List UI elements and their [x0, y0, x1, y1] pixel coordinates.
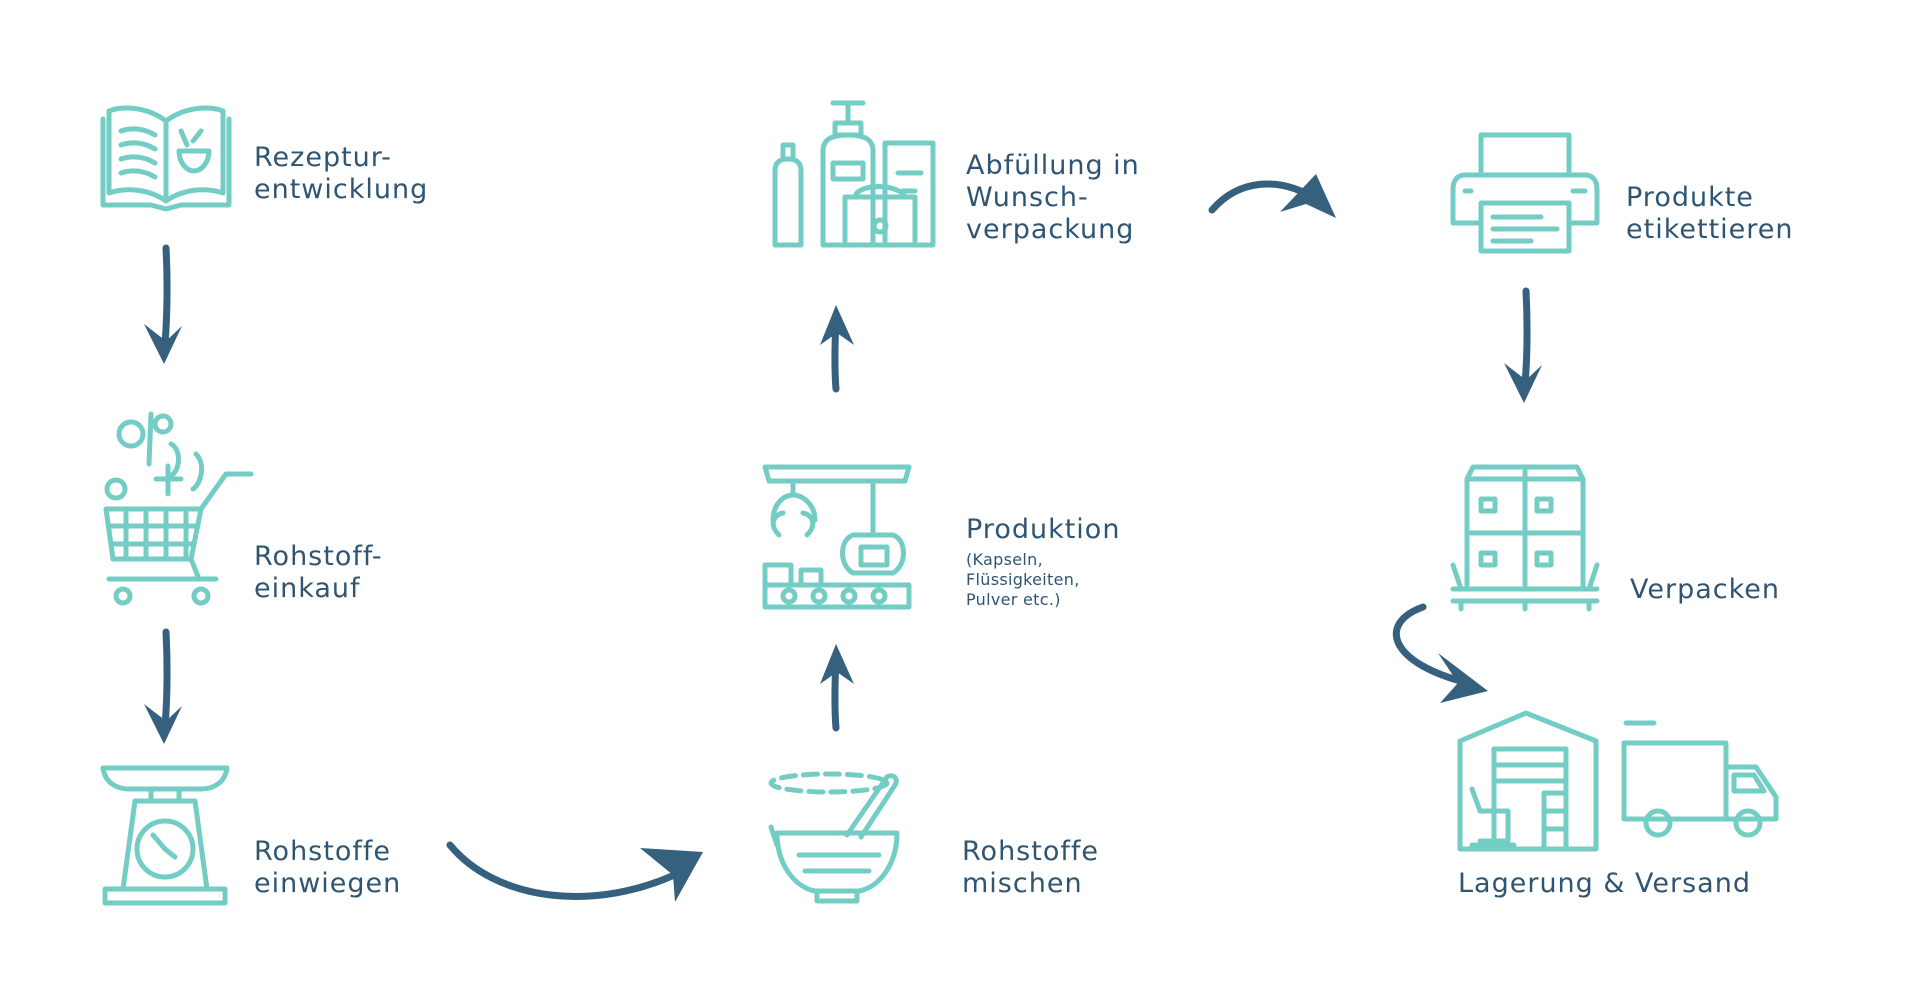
production-machine-icon — [762, 464, 912, 610]
shopping-cart-icon — [103, 411, 254, 606]
bottles-icon — [772, 100, 936, 248]
step-sublabel-produktion: (Kapseln, Flüssigkeiten, Pulver etc.) — [966, 550, 1080, 609]
step-label-produktion: Produktion — [966, 514, 1121, 545]
step-label-abfuellung: Abfüllung in Wunsch- verpackung — [966, 150, 1140, 245]
step-text-produktion: Produktion (Kapseln, Flüssigkeiten, Pulv… — [966, 514, 1120, 610]
curved-arrow-icon — [1208, 174, 1336, 218]
mixing-bowl-icon — [768, 771, 900, 904]
arrow-up-icon — [820, 644, 854, 732]
step-label-rezepturentwicklung: Rezeptur- entwicklung — [254, 142, 429, 205]
kitchen-scale-icon — [100, 765, 230, 906]
step-label-rohstoffe-mischen: Rohstoffe mischen — [962, 836, 1099, 899]
printer-icon — [1450, 132, 1600, 254]
step-label-etikettieren: Produkte etikettieren — [1626, 182, 1794, 245]
arrow-down-icon — [144, 628, 182, 744]
step-label-rohstoffeinkauf: Rohstoff- einkauf — [254, 541, 383, 604]
arrow-down-icon — [1504, 287, 1542, 403]
curved-arrow-icon — [1393, 603, 1488, 703]
curved-arrow-icon — [446, 841, 703, 902]
arrow-up-icon — [820, 305, 854, 393]
arrow-down-icon — [144, 244, 182, 364]
boxes-pallet-icon — [1450, 464, 1600, 612]
step-label-rohstoffe-einwiegen: Rohstoffe einwiegen — [254, 836, 402, 899]
warehouse-truck-icon — [1457, 710, 1779, 852]
recipe-book-icon — [100, 105, 232, 212]
step-label-verpacken: Verpacken — [1630, 574, 1781, 605]
step-label-lagerung-versand: Lagerung & Versand — [1458, 868, 1751, 899]
